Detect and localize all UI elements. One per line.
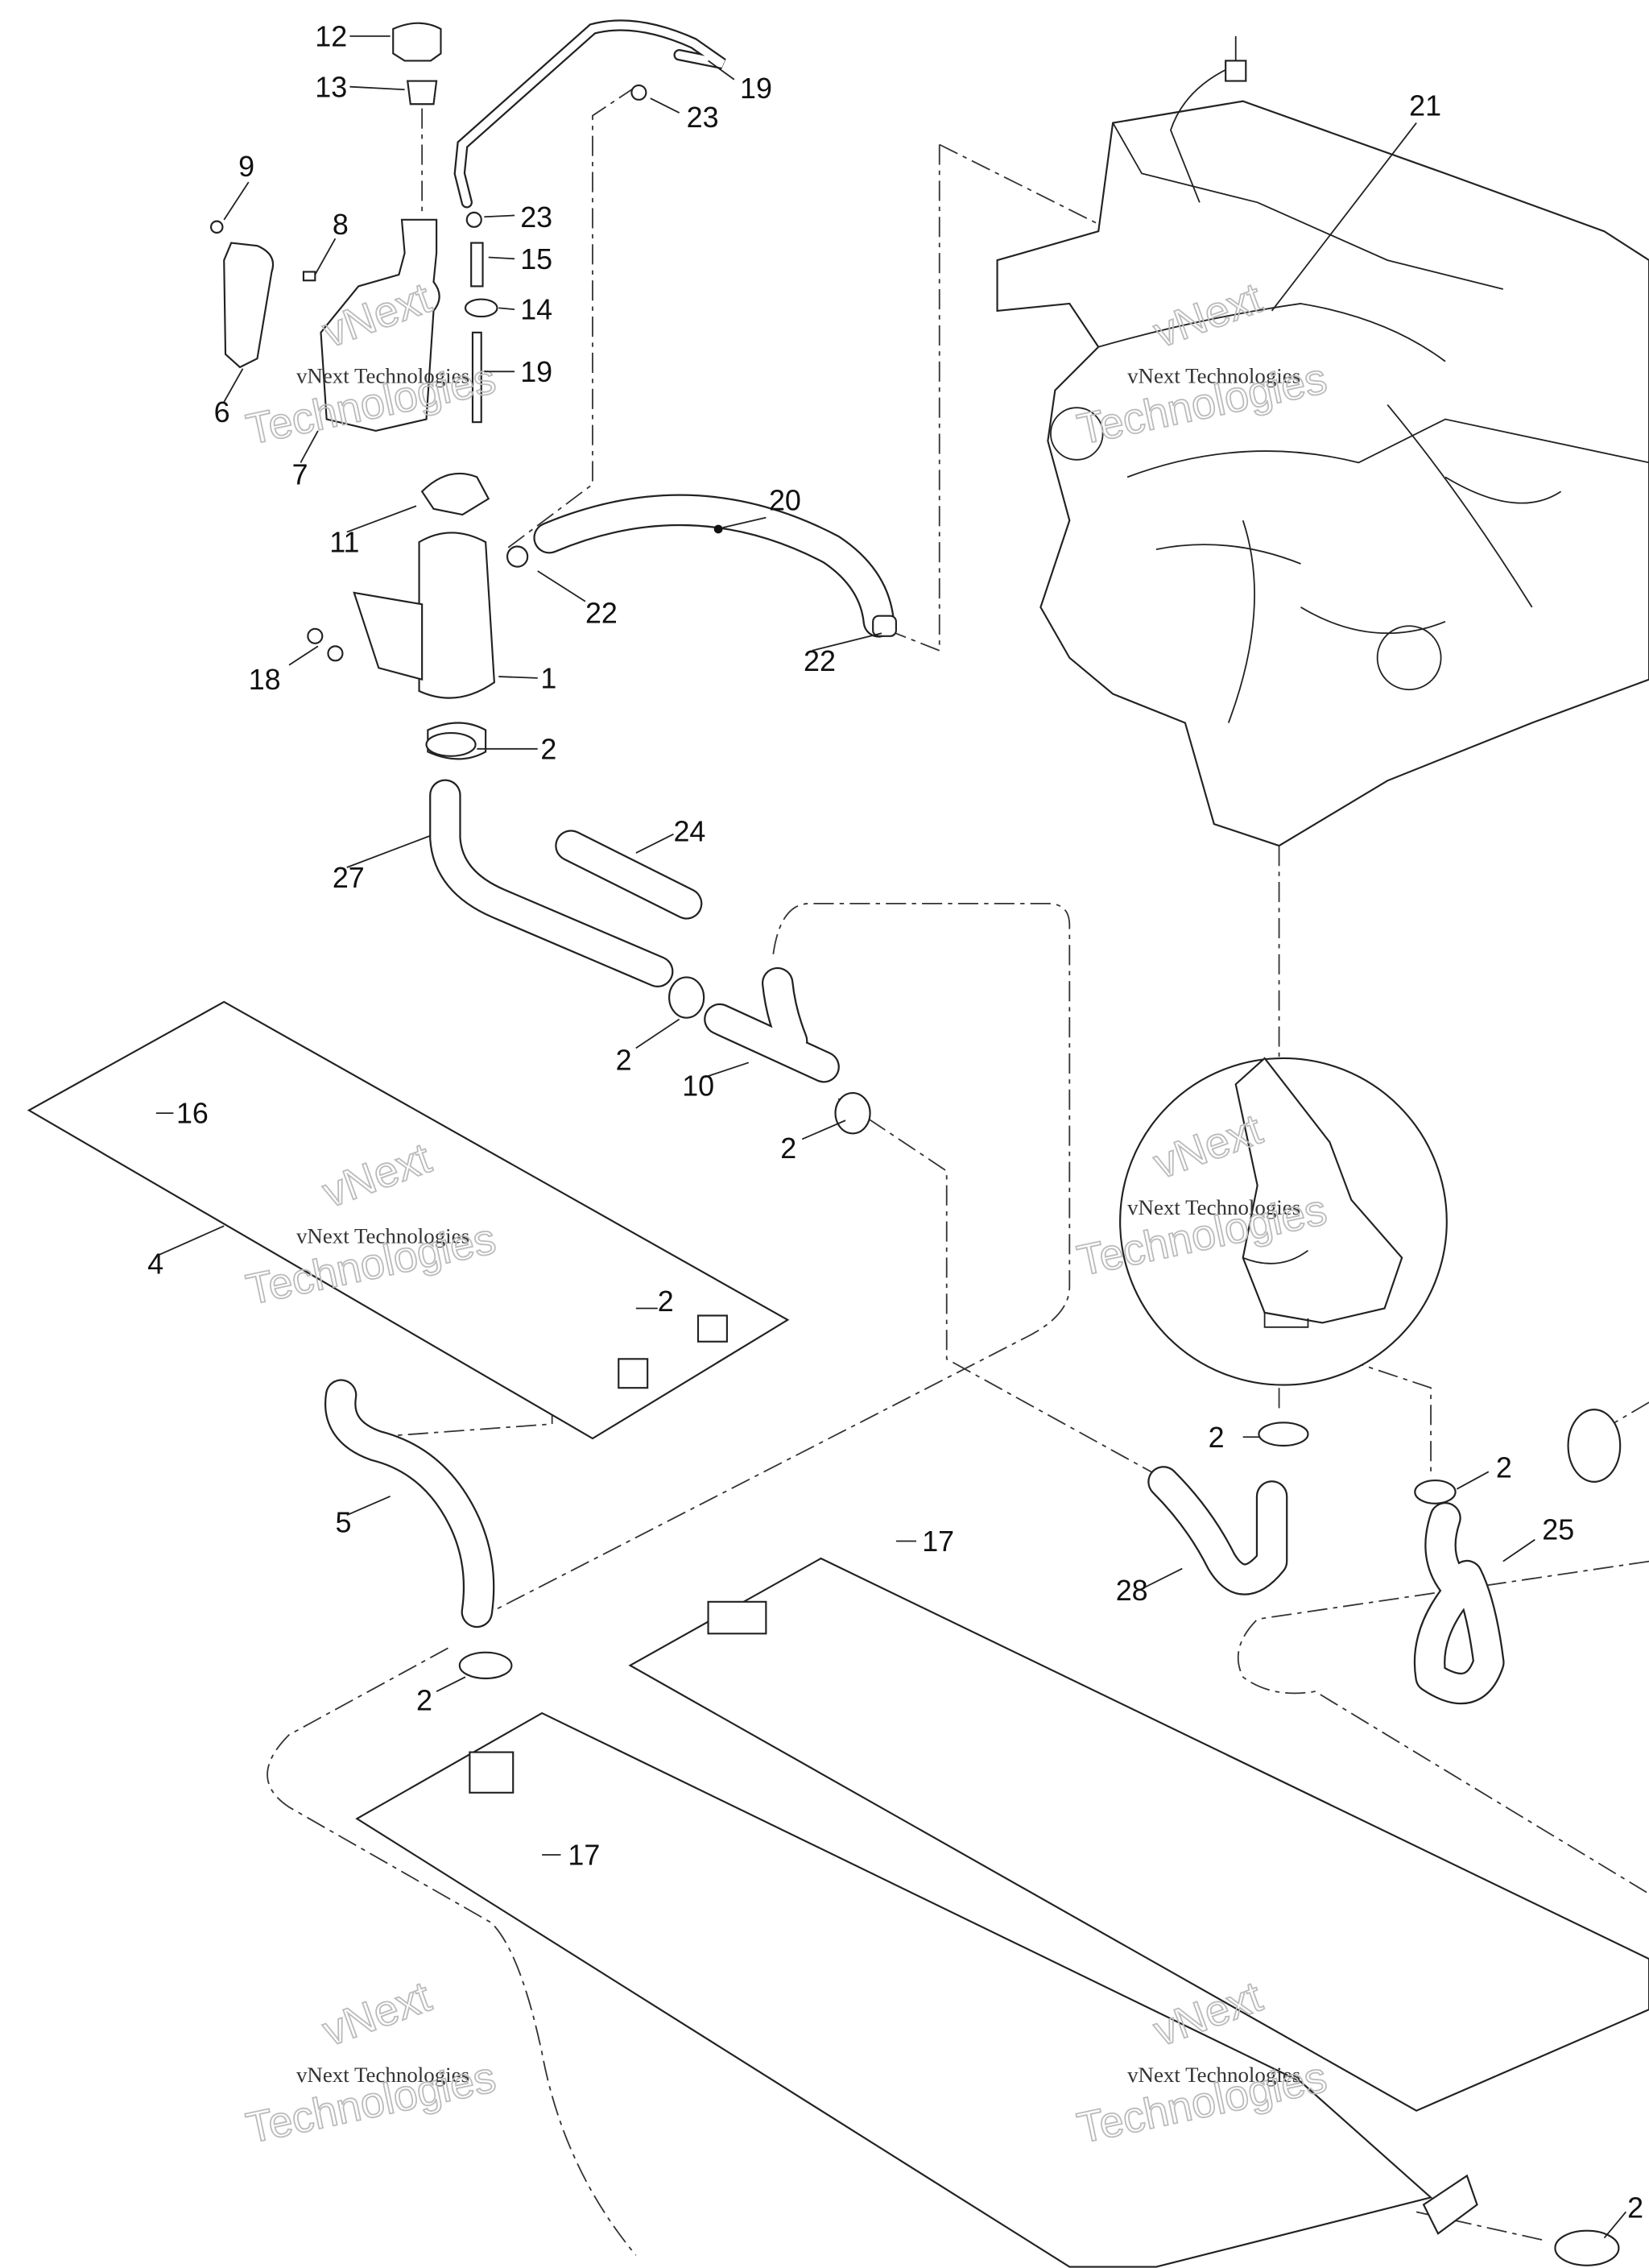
callout-leader-line [1139, 1567, 1183, 1591]
callout-leader-line [708, 60, 735, 81]
callout-19: 19 [740, 72, 772, 105]
callout-leader-line [300, 430, 319, 463]
coolant-reservoir [209, 22, 442, 432]
callout-23: 23 [687, 101, 719, 134]
vent-hose [453, 19, 726, 424]
hose-clamps [425, 731, 1457, 1680]
callout-7: 7 [292, 458, 308, 490]
callout-17: 17 [922, 1525, 954, 1558]
callout-leader-line [223, 181, 250, 221]
callout-22: 22 [804, 645, 836, 677]
callout-2: 2 [540, 733, 556, 765]
callout-leader-line [1603, 2211, 1627, 2239]
callout-5: 5 [335, 1507, 351, 1539]
callout-leader-line [1456, 1471, 1490, 1490]
svg-text:vNext Technologies: vNext Technologies [296, 1224, 469, 1248]
callout-24: 24 [673, 816, 705, 848]
svg-text:vNext Technologies: vNext Technologies [1127, 2063, 1300, 2087]
callout-leader-line [722, 516, 767, 529]
callout-2: 2 [1209, 1422, 1225, 1454]
callout-leader-line [484, 214, 515, 218]
callout-leader-line [346, 834, 432, 868]
callout-leader-line [498, 676, 538, 679]
callout-2: 2 [616, 1044, 632, 1076]
callout-leader-line [635, 1018, 680, 1049]
callout-leader-line [288, 645, 319, 666]
callout-18: 18 [249, 664, 281, 696]
svg-text:vNext Technologies: vNext Technologies [1127, 1195, 1300, 1219]
callout-leader-line [436, 1676, 466, 1692]
filler-neck-housing [307, 472, 496, 760]
callout-leader-line [1502, 1538, 1535, 1562]
callout-27: 27 [333, 862, 365, 894]
callout-22: 22 [585, 598, 618, 630]
svg-text:vNext: vNext [316, 1972, 437, 2055]
callout-2: 2 [1496, 1451, 1512, 1484]
panels [27, 1000, 1649, 2268]
callout-28: 28 [1116, 1575, 1148, 1607]
callout-19: 19 [520, 356, 552, 388]
thermostat-detail [1119, 1057, 1448, 1386]
svg-text:vNext Technologies: vNext Technologies [1127, 364, 1300, 388]
callout-15: 15 [520, 243, 552, 275]
callout-leader-line [705, 1062, 750, 1078]
svg-text:vNext Technologies: vNext Technologies [296, 2063, 469, 2087]
callout-17: 17 [568, 1840, 600, 1872]
callout-leader-line [346, 1496, 391, 1516]
callout-leader-line [537, 570, 586, 602]
callout-14: 14 [520, 294, 552, 326]
callout-leader-line [498, 307, 515, 311]
callout-leader-line [650, 97, 680, 114]
callout-leader-line [635, 833, 674, 854]
callout-10: 10 [682, 1070, 714, 1103]
callout-leader-line [1271, 122, 1417, 312]
callout-12: 12 [315, 20, 347, 52]
callout-6: 6 [214, 396, 230, 428]
callout-leader-line [223, 368, 244, 403]
callout-21: 21 [1409, 90, 1441, 122]
callout-20: 20 [769, 485, 801, 517]
callout-4: 4 [147, 1248, 163, 1280]
bypass-hose [506, 494, 897, 638]
engine-assembly [996, 35, 1649, 847]
callout-11: 11 [329, 527, 359, 559]
callout-leader-line [488, 256, 515, 260]
callout-leader-line [812, 632, 882, 652]
callout-2: 2 [1627, 2192, 1643, 2225]
svg-text:vNext Technologies: vNext Technologies [296, 364, 469, 388]
callout-23: 23 [520, 201, 552, 234]
callout-leader-line [349, 85, 405, 91]
callout-2: 2 [658, 1285, 674, 1318]
callout-2: 2 [416, 1684, 432, 1716]
callout-8: 8 [333, 209, 349, 241]
callout-1: 1 [540, 662, 556, 694]
callout-13: 13 [315, 71, 347, 103]
lower-hoses [324, 779, 1622, 2266]
callout-leader-line [314, 238, 337, 275]
callout-leader-line [159, 1225, 225, 1256]
callout-9: 9 [238, 151, 254, 183]
callout-16: 16 [176, 1098, 209, 1130]
callout-2: 2 [780, 1132, 796, 1165]
callout-leader-line [346, 505, 417, 533]
callout-25: 25 [1542, 1514, 1574, 1546]
callout-leader-line [801, 1120, 846, 1140]
